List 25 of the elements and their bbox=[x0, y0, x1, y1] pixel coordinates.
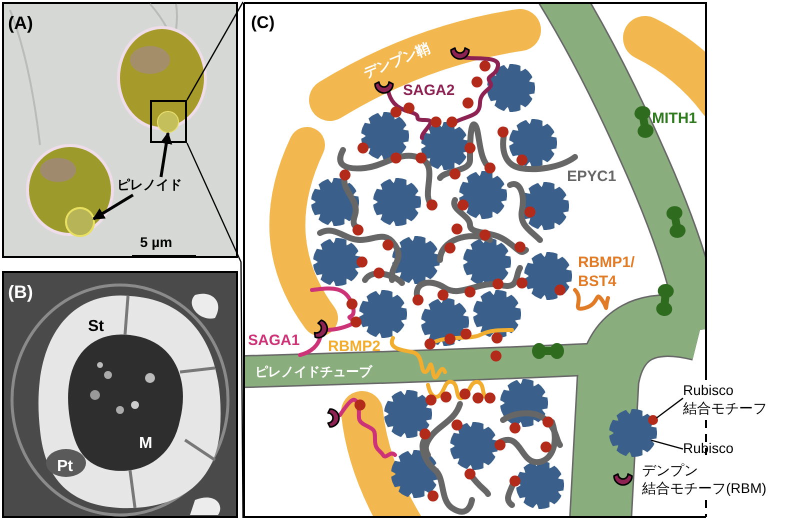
arrow bbox=[92, 194, 134, 220]
part-label: Pt bbox=[57, 457, 73, 477]
zoom-line bbox=[186, 2, 244, 100]
part-label: M bbox=[139, 434, 152, 454]
zoom-box bbox=[150, 100, 187, 143]
protein-label: SAGA2 bbox=[403, 81, 455, 101]
scale-bar-label: 5 µm bbox=[140, 233, 172, 252]
part-label: ピレノイドチューブ bbox=[255, 363, 372, 381]
leader-line bbox=[656, 398, 684, 419]
callout-text: Rubisco 結合モチーフ bbox=[683, 382, 783, 418]
protein-label: EPYC1 bbox=[567, 167, 616, 187]
panel-label: (A) bbox=[8, 13, 33, 33]
callout-text: Rubisco bbox=[683, 440, 743, 458]
protein-label: RBMP2 bbox=[328, 337, 381, 357]
part-label: デンプン鞘 bbox=[360, 38, 434, 83]
part-label: St bbox=[88, 317, 104, 337]
callout-text: ピレノイド bbox=[117, 177, 197, 195]
protein-label: RBMP1/ BST4 bbox=[578, 254, 635, 292]
arrow bbox=[160, 132, 172, 178]
leader-line bbox=[651, 440, 684, 450]
protein-label: SAGA1 bbox=[248, 331, 300, 351]
panel-label: (C) bbox=[251, 13, 275, 32]
protein-label: MITH1 bbox=[652, 109, 697, 129]
panel-label: (B) bbox=[8, 282, 33, 302]
zoom-line bbox=[186, 142, 244, 518]
